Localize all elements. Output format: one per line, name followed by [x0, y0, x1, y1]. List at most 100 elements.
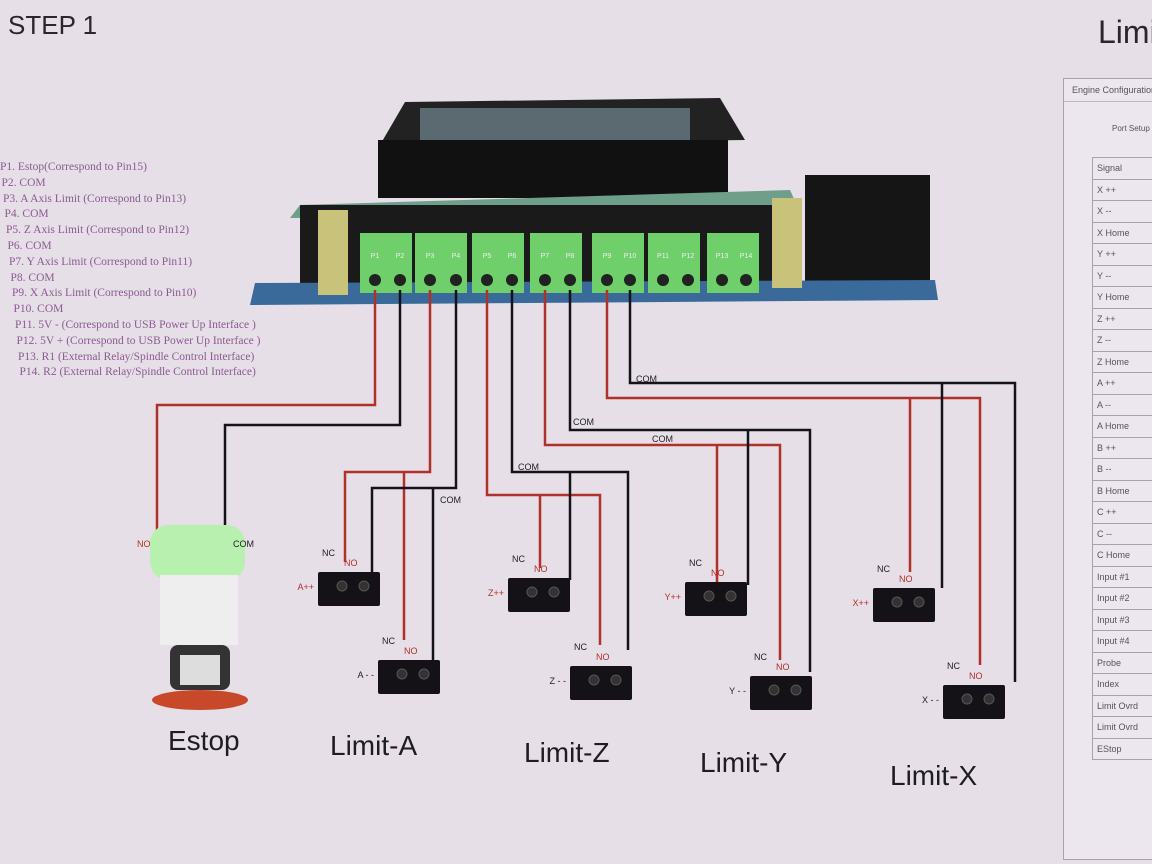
pin-list-item: P4. COM [4, 208, 49, 221]
terminal-label: P8 [566, 253, 575, 260]
pin-list-item: P14. R2 (External Relay/Spindle Control … [19, 366, 256, 379]
terminal-label: P9 [603, 253, 612, 260]
limit-y-caption: Limit-Y [700, 747, 787, 778]
pin-list-item: P2. COM [1, 176, 46, 189]
pin-list: P1. Estop(Correspond to Pin15) P2. COM P3.… [0, 160, 260, 381]
switch-label: X - - [922, 695, 939, 705]
terminal-label: P1 [371, 253, 380, 260]
limit-switch [873, 588, 935, 622]
nc-label: NC [689, 558, 702, 568]
terminal-label: P4 [452, 253, 461, 260]
com-label: COM [440, 495, 461, 505]
screw-terminal[interactable] [424, 274, 436, 286]
screw-terminal[interactable] [682, 274, 694, 286]
estop-caption: Estop [168, 725, 240, 756]
screw-terminal[interactable] [539, 274, 551, 286]
no-label: NO [404, 646, 418, 656]
terminal-label: P10 [624, 253, 637, 260]
signal-row: EStop [1092, 737, 1152, 760]
screw-terminal[interactable] [369, 274, 381, 286]
screw-terminal[interactable] [564, 274, 576, 286]
limit-switch [570, 666, 632, 700]
no-label: NO [596, 652, 610, 662]
limit-a-caption: Limit-A [330, 730, 417, 761]
y-no-wire [543, 290, 782, 660]
nc-label: NC [512, 554, 525, 564]
no-label: NO [969, 671, 983, 681]
nc-label: NC [322, 548, 335, 558]
pin-list-item: P1. Estop(Correspond to Pin15) [0, 161, 147, 173]
z-no-wire [485, 290, 602, 645]
nc-label: NC [877, 564, 890, 574]
nc-label: NC [574, 642, 587, 652]
limit-switch [508, 578, 570, 612]
terminal-label: P7 [541, 253, 550, 260]
pin-list-item: P9. X Axis Limit (Correspond to Pin10) [12, 287, 197, 300]
pin-list-item: P7. Y Axis Limit (Correspond to Pin11) [9, 255, 193, 268]
com-label: COM [652, 434, 673, 444]
terminal-label: P14 [740, 253, 753, 260]
screw-terminal[interactable] [601, 274, 613, 286]
y-com-wire [568, 290, 812, 672]
limit-switch [685, 582, 747, 616]
config-subtitle: Port Setup [1112, 124, 1150, 133]
terminal-block [707, 233, 759, 293]
switch-label: A++ [297, 582, 314, 592]
terminal-label: P11 [657, 253, 669, 260]
pin-list-item: P6. COM [7, 239, 52, 252]
no-label: NO [711, 568, 725, 578]
terminal-label: P12 [682, 253, 695, 260]
a-no-wire [343, 290, 432, 640]
pin-list-item: P12. 5V + (Correspond to USB Power Up In… [16, 334, 261, 347]
config-window-title: Engine Configuration [1064, 79, 1152, 102]
pin-list-item: P3. A Axis Limit (Correspond to Pin13) [3, 192, 187, 205]
terminal-label: P6 [508, 253, 517, 260]
screw-terminal[interactable] [624, 274, 636, 286]
estop-com-wire [223, 290, 402, 545]
pin-list-item: P13. R1 (External Relay/Spindle Control … [18, 350, 255, 363]
pin-list-item: P11. 5V - (Correspond to USB Power Up In… [15, 318, 256, 331]
x-com-wire [628, 290, 1017, 682]
limit-switch [378, 660, 440, 694]
screw-terminal[interactable] [716, 274, 728, 286]
terminal-label: P2 [396, 253, 405, 260]
limit-switch [750, 676, 812, 710]
no-label: NO [899, 574, 913, 584]
no-label: NO [776, 662, 790, 672]
screw-terminal[interactable] [450, 274, 462, 286]
pin-list-item: P10. COM [13, 303, 64, 316]
screw-terminal[interactable] [740, 274, 752, 286]
switch-label: X++ [852, 598, 869, 608]
switch-label: A - - [357, 670, 374, 680]
screw-terminal[interactable] [657, 274, 669, 286]
estop-no-label: NO [137, 539, 151, 549]
screw-terminal[interactable] [481, 274, 493, 286]
z-com-wire [510, 290, 630, 650]
com-label: COM [573, 417, 594, 427]
x-no-wire [605, 290, 982, 665]
limit-z-caption: Limit-Z [524, 737, 610, 768]
com-label: COM [518, 462, 539, 472]
pin-list-item: P5. Z Axis Limit (Correspond to Pin12) [6, 224, 190, 237]
no-label: NO [344, 558, 358, 568]
switch-label: Y++ [664, 592, 681, 602]
nc-label: NC [382, 636, 395, 646]
terminal-block [592, 233, 644, 293]
estop-no-wire [155, 290, 377, 545]
nc-label: NC [754, 652, 767, 662]
step-title: STEP 1 [8, 10, 98, 40]
limit-switch [318, 572, 380, 606]
estop-com-label: COM [233, 539, 254, 549]
limit-section-title: Limit [1098, 14, 1152, 50]
nc-label: NC [947, 661, 960, 671]
screw-terminal[interactable] [394, 274, 406, 286]
a-com-wire [370, 290, 458, 660]
screw-terminal[interactable] [506, 274, 518, 286]
switch-label: Y - - [729, 686, 746, 696]
pin-list-item: P8. COM [10, 271, 55, 284]
terminal-label: P3 [426, 253, 435, 260]
terminal-label: P5 [483, 253, 492, 260]
terminal-label: P13 [716, 253, 729, 260]
